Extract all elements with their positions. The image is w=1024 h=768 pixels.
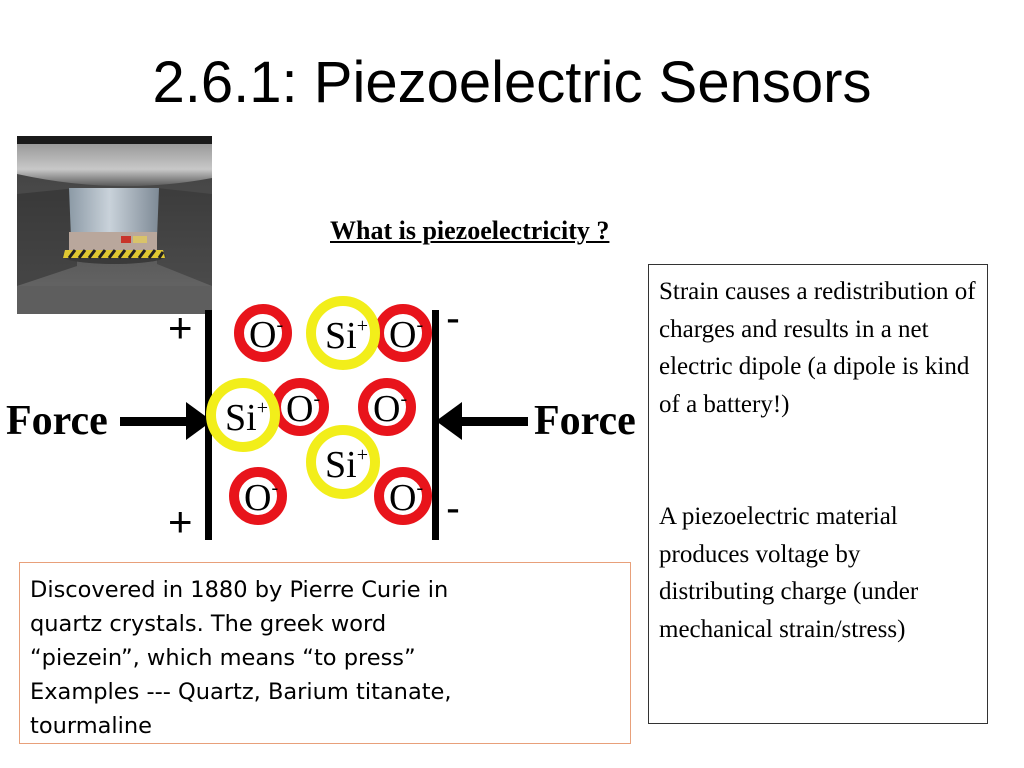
history-line: tourmaline: [30, 713, 153, 739]
strain-paragraph: Strain causes a redistribution of charge…: [659, 278, 976, 418]
svg-text:O-: O-: [244, 477, 278, 519]
history-box: Discovered in 1880 by Pierre Curie in qu…: [19, 562, 631, 744]
piezo-diagram: Force Force + + - - O- O- O- O- O- O- Si…: [6, 294, 636, 545]
right-plate: [432, 310, 439, 540]
plus-sign-top: +: [168, 304, 193, 351]
silicon-atom: [306, 425, 380, 499]
force-label-left: Force: [6, 398, 108, 444]
sensor-photo: [17, 136, 212, 314]
svg-text:Si+: Si+: [325, 444, 368, 486]
oxygen-atom: [358, 378, 416, 436]
history-line: quartz crystals. The greek word: [30, 611, 387, 637]
minus-sign-bottom: -: [446, 484, 460, 531]
explanation-box: Strain causes a redistribution of charge…: [648, 264, 988, 724]
svg-text:Si+: Si+: [225, 397, 268, 439]
force-label-right: Force: [534, 398, 636, 444]
section-heading: What is piezoelectricity ?: [330, 216, 610, 245]
oxygen-atom: [229, 467, 287, 525]
force-arrow-right: [436, 402, 528, 440]
svg-text:O-: O-: [286, 388, 320, 430]
voltage-paragraph: A piezoelectric material produces voltag…: [659, 503, 919, 643]
force-arrow-left: [120, 402, 212, 440]
plus-sign-bottom: +: [168, 498, 193, 545]
oxygen-atom: [234, 304, 292, 362]
minus-sign-top: -: [446, 294, 460, 341]
silicon-atom: [306, 296, 380, 370]
silicon-atom: [206, 378, 280, 452]
history-line: “piezein”, which means “to press”: [30, 645, 416, 671]
svg-text:Si+: Si+: [325, 315, 368, 357]
svg-text:O-: O-: [389, 314, 423, 356]
history-line: Discovered in 1880 by Pierre Curie in: [30, 577, 449, 603]
history-line: Examples --- Quartz, Barium titanate,: [30, 679, 452, 705]
svg-text:O-: O-: [249, 314, 283, 356]
svg-text:O-: O-: [389, 477, 423, 519]
svg-text:O-: O-: [373, 388, 407, 430]
oxygen-atom: [374, 467, 432, 525]
slide-title: 2.6.1: Piezoelectric Sensors: [152, 50, 872, 115]
